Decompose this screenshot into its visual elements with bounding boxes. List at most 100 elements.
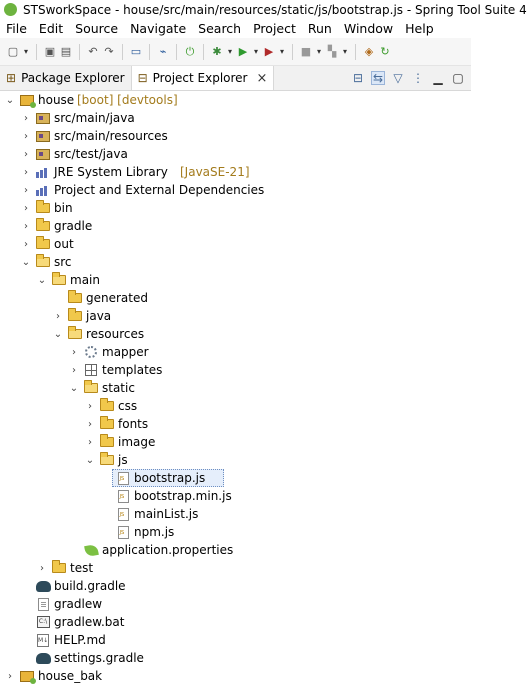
folder-icon — [67, 290, 83, 305]
tree-scrollbar[interactable] — [468, 91, 471, 681]
external-tools-dropdown-icon[interactable]: ▾ — [279, 47, 284, 56]
chevron-right-icon[interactable]: › — [24, 238, 28, 250]
save-icon[interactable]: ▣ — [44, 45, 56, 58]
filter-icon[interactable]: ▽ — [393, 71, 403, 85]
tree-row[interactable]: mainList.js — [0, 505, 471, 523]
chevron-right-icon[interactable]: › — [88, 418, 92, 430]
chevron-right-icon[interactable]: › — [56, 310, 60, 322]
menu-run[interactable]: Run — [307, 21, 332, 36]
tree-row[interactable]: ›out — [0, 235, 471, 253]
tree-row[interactable]: ⌄js — [0, 451, 471, 469]
chevron-right-icon[interactable]: › — [72, 364, 76, 376]
view-menu-icon[interactable]: ⋮ — [412, 71, 424, 85]
stop-dropdown-icon[interactable]: ▾ — [316, 47, 321, 56]
tree-row[interactable]: ›image — [0, 433, 471, 451]
new-wizard-icon[interactable]: ▢ — [7, 45, 19, 58]
tree-row[interactable]: ⌄main — [0, 271, 471, 289]
tree-row[interactable]: ›house_bak — [0, 667, 471, 685]
tree-row[interactable]: generated — [0, 289, 471, 307]
redo-icon[interactable]: ↷ — [104, 45, 114, 58]
source-folder-icon — [35, 111, 51, 125]
chevron-right-icon[interactable]: › — [88, 436, 92, 448]
chevron-down-icon[interactable]: ⌄ — [5, 94, 15, 106]
chevron-right-icon[interactable]: › — [24, 202, 28, 214]
chevron-right-icon[interactable]: › — [40, 562, 44, 574]
new-dropdown-icon[interactable]: ▾ — [23, 47, 28, 56]
debug-dropdown-icon[interactable]: ▾ — [227, 47, 232, 56]
tree-row[interactable]: build.gradle — [0, 577, 471, 595]
link-icon[interactable]: ⌁ — [159, 45, 167, 58]
menu-file[interactable]: File — [6, 21, 27, 36]
tree-item-label: bin — [54, 201, 73, 215]
tree-row[interactable]: ›src/main/resources — [0, 127, 471, 145]
tree-row[interactable]: settings.gradle — [0, 649, 471, 667]
tree-row[interactable]: ⌄src — [0, 253, 471, 271]
tree-row[interactable]: ›test — [0, 559, 471, 577]
tree-row[interactable]: ›css — [0, 397, 471, 415]
run-icon[interactable]: ▶ — [238, 45, 248, 58]
menu-project[interactable]: Project — [253, 21, 296, 36]
chevron-right-icon[interactable]: › — [8, 670, 12, 682]
chevron-down-icon[interactable]: ⌄ — [53, 328, 63, 340]
chevron-down-icon[interactable]: ⌄ — [21, 256, 31, 268]
chevron-right-icon[interactable]: › — [24, 166, 28, 178]
tree-row[interactable]: ›fonts — [0, 415, 471, 433]
tree-row[interactable]: › bin — [0, 199, 471, 217]
run-dropdown-icon[interactable]: ▾ — [253, 47, 258, 56]
tree-row[interactable]: ›mapper — [0, 343, 471, 361]
link-with-editor-icon[interactable]: ⇆ — [371, 71, 385, 85]
chevron-down-icon[interactable]: ⌄ — [69, 382, 79, 394]
tree-row[interactable]: application.properties — [0, 541, 471, 559]
tree-row[interactable]: ⌄static — [0, 379, 471, 397]
chevron-right-icon[interactable]: › — [88, 400, 92, 412]
tree-row[interactable]: ›templates — [0, 361, 471, 379]
chevron-right-icon[interactable]: › — [24, 184, 28, 196]
deploy-dropdown-icon[interactable]: ▾ — [342, 47, 347, 56]
undo-icon[interactable]: ↶ — [88, 45, 98, 58]
tab-project-explorer[interactable]: ⊟ Project Explorer × — [130, 66, 275, 90]
tree-row[interactable]: bootstrap.min.js — [0, 487, 471, 505]
collapse-all-icon[interactable]: ⊟ — [352, 71, 364, 85]
external-tools-icon[interactable]: ▶ — [264, 45, 274, 58]
tree-item-label: resources — [86, 327, 145, 341]
tree-row[interactable]: ⌄ resources — [0, 325, 471, 343]
menu-edit[interactable]: Edit — [38, 21, 64, 36]
tree-row[interactable]: ⌄house[boot] [devtools] — [0, 91, 471, 109]
open-type-icon[interactable]: ◈ — [364, 45, 374, 58]
tree-row[interactable]: ›src/main/java — [0, 109, 471, 127]
tree-row[interactable]: ›JRE System Library[JavaSE-21] — [0, 163, 471, 181]
tree-row[interactable]: npm.js — [0, 523, 471, 541]
menu-help[interactable]: Help — [405, 21, 434, 36]
chevron-right-icon[interactable]: › — [24, 220, 28, 232]
debug-icon[interactable]: ✱ — [212, 45, 222, 58]
tree-row[interactable]: ›gradle — [0, 217, 471, 235]
chevron-right-icon[interactable]: › — [24, 148, 28, 160]
chevron-right-icon[interactable]: › — [72, 346, 76, 358]
tree-row[interactable]: gradlew — [0, 595, 471, 613]
tree-row[interactable]: bootstrap.js — [0, 469, 471, 487]
menu-source[interactable]: Source — [75, 21, 119, 36]
tree-row[interactable]: M↓HELP.md — [0, 631, 471, 649]
spring-boot-icon[interactable]: ⏻ — [185, 44, 195, 58]
tree-row[interactable]: ›Project and External Dependencies — [0, 181, 471, 199]
tree-row[interactable]: C:\gradlew.bat — [0, 613, 471, 631]
tab-package-explorer[interactable]: ⊞ Package Explorer — [0, 66, 131, 90]
deploy-icon[interactable]: ▚ — [327, 45, 337, 58]
chevron-down-icon[interactable]: ⌄ — [37, 274, 47, 286]
menu-window[interactable]: Window — [343, 21, 394, 36]
console-icon[interactable]: ▭ — [130, 45, 142, 58]
maximize-icon[interactable]: ▢ — [452, 71, 464, 85]
close-icon[interactable]: × — [256, 70, 268, 86]
chevron-right-icon[interactable]: › — [24, 112, 28, 124]
menu-navigate[interactable]: Navigate — [130, 21, 187, 36]
menu-search[interactable]: Search — [198, 21, 242, 36]
tree-item-label: settings.gradle — [54, 651, 144, 665]
refresh-icon[interactable]: ↻ — [380, 45, 390, 58]
tree-row[interactable]: ›java — [0, 307, 471, 325]
chevron-down-icon[interactable]: ⌄ — [85, 454, 95, 466]
minimize-icon[interactable]: ▁ — [433, 71, 443, 85]
stop-icon[interactable]: ■ — [300, 45, 312, 58]
save-all-icon[interactable]: ▤ — [60, 45, 72, 58]
tree-row[interactable]: ›src/test/java — [0, 145, 471, 163]
chevron-right-icon[interactable]: › — [24, 130, 28, 142]
